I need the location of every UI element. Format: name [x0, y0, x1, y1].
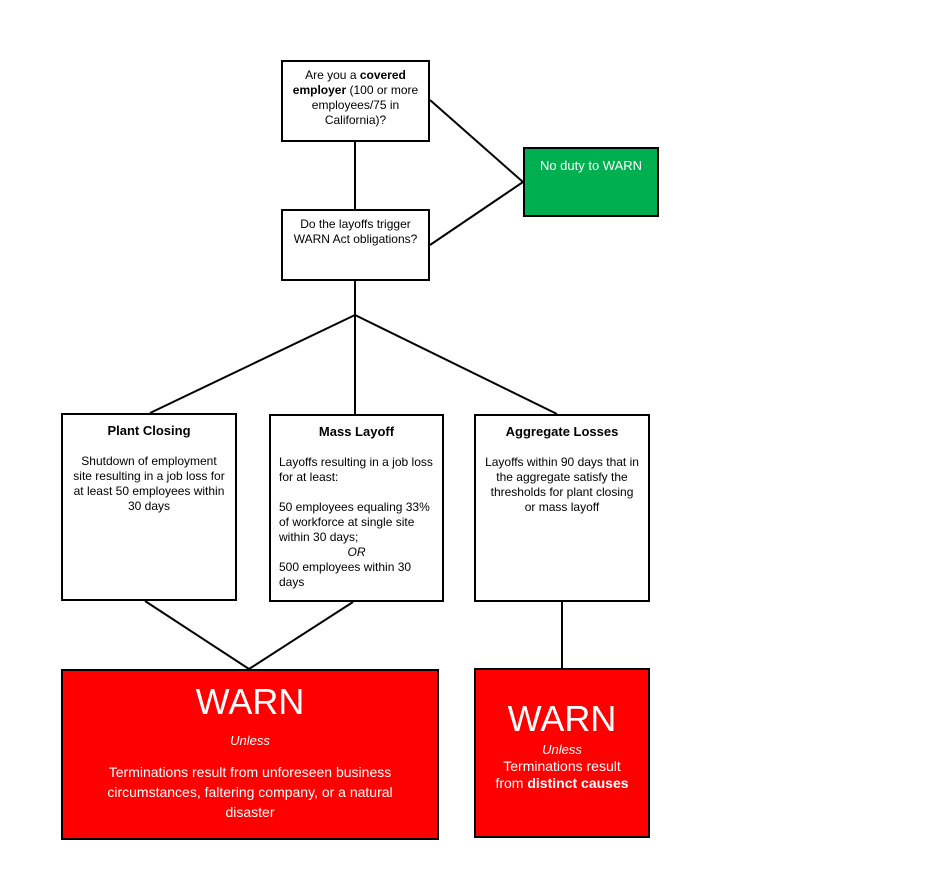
aggregate-losses-box: Aggregate Losses Layoffs within 90 days …: [474, 414, 650, 602]
connector-q2-noduty: [429, 181, 524, 246]
no-duty-text: No duty to WARN: [539, 158, 643, 173]
layoff-trigger-question-box: Do the layoffs trigger WARN Act obligati…: [281, 209, 430, 281]
aggregate-losses-title: Aggregate Losses: [505, 424, 619, 439]
warn-left-body: Terminations result from unforeseen busi…: [107, 764, 393, 820]
question2-text: Do the layoffs trigger WARN Act obligati…: [293, 217, 418, 246]
connector-branch-aggregate: [354, 314, 558, 415]
mass-layoff-option1: 50 employees equaling 33% of workforce a…: [279, 500, 430, 544]
warn-right-body-bold: distinct causes: [527, 775, 629, 791]
mass-layoff-option2: 500 employees within 30 days: [279, 560, 412, 589]
connector-mass-warn: [248, 601, 354, 670]
mass-layoff-title: Mass Layoff: [318, 424, 395, 439]
aggregate-losses-body: Layoffs within 90 days that in the aggre…: [485, 455, 639, 514]
mass-layoff-or: OR: [347, 545, 366, 559]
warn-left-title: WARN: [195, 681, 305, 722]
warn-right-unless: Unless: [542, 742, 582, 757]
connector-branch-plant: [149, 314, 356, 414]
mass-layoff-intro: Layoffs resulting in a job loss for at l…: [279, 455, 433, 484]
warn-right-body: Terminations result from distinct causes: [476, 758, 648, 792]
no-duty-box: No duty to WARN: [523, 147, 659, 217]
connector-plant-warn: [144, 600, 250, 670]
warn-left-unless: Unless: [230, 733, 270, 748]
connector-q1-noduty: [429, 99, 524, 183]
question1-bold: covered employer: [292, 68, 406, 97]
warn-right-box: WARN Unless Terminations result from dis…: [474, 668, 650, 838]
plant-closing-box: Plant Closing Shutdown of employment sit…: [61, 413, 237, 601]
question1-suffix: (100 or more employees/75 in California)…: [311, 83, 419, 127]
warn-right-body-prefix: Terminations result from: [495, 758, 621, 791]
mass-layoff-box: Mass Layoff Layoffs resulting in a job l…: [269, 414, 444, 602]
question1-prefix: Are you a: [305, 68, 360, 82]
plant-closing-body: Shutdown of employment site resulting in…: [73, 454, 225, 513]
warn-left-box: WARN Unless Terminations result from unf…: [61, 669, 439, 840]
covered-employer-question-box: Are you a covered employer (100 or more …: [281, 60, 430, 142]
warn-right-title: WARN: [507, 698, 617, 739]
plant-closing-title: Plant Closing: [107, 423, 191, 438]
